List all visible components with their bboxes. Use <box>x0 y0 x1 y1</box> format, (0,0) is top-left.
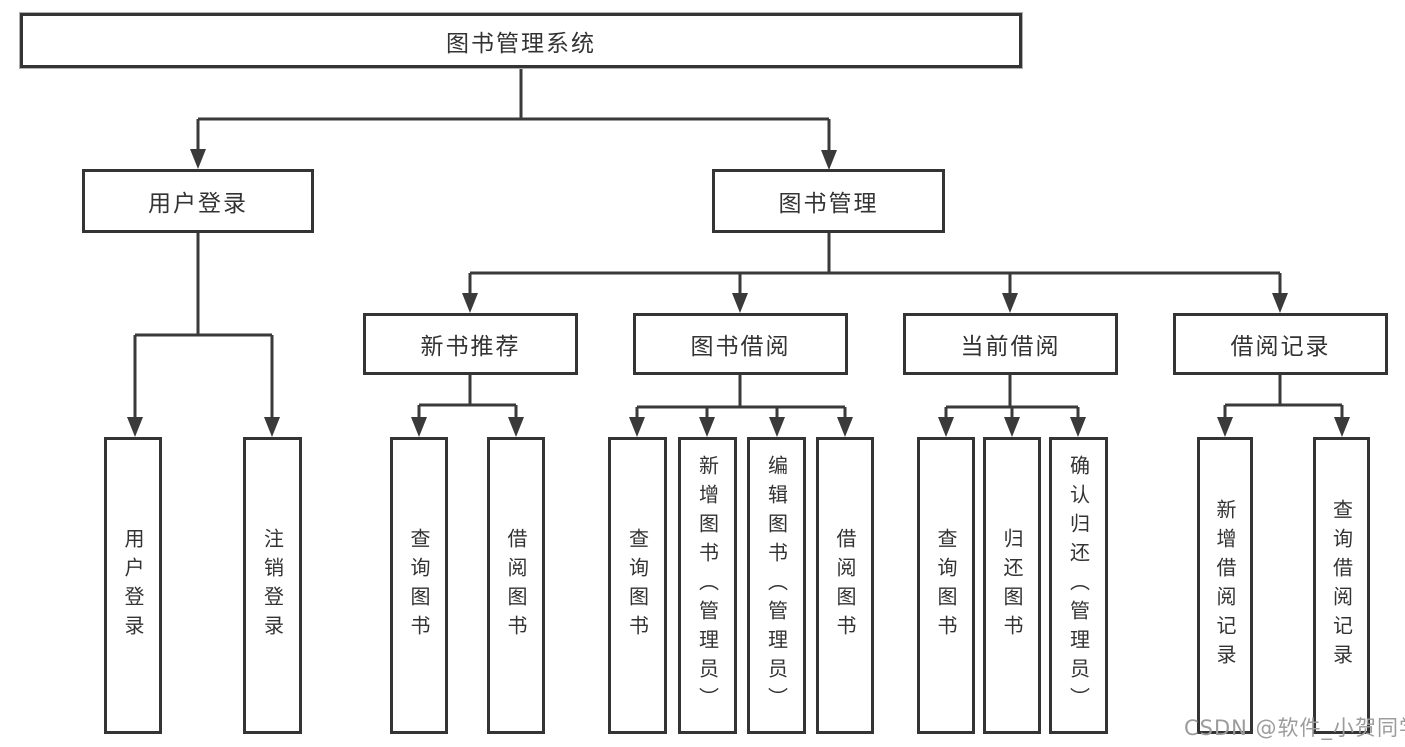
leaf-return-book-label: 归还图书 <box>1000 527 1024 644</box>
node-borrowing-records: 借阅记录 <box>1173 313 1388 375</box>
leaf-add-borrow-record: 新增借阅记录 <box>1197 437 1253 734</box>
leaf-borrow-book-2: 借阅图书 <box>816 437 874 734</box>
node-root-label: 图书管理系统 <box>446 30 596 57</box>
leaf-confirm-return-admin-label: 确认归还（管理员） <box>1066 455 1091 716</box>
leaf-logout: 注销登录 <box>243 437 302 734</box>
leaf-query-book-2-label: 查询图书 <box>625 527 650 644</box>
node-user-login: 用户登录 <box>82 169 314 233</box>
leaf-borrow-book-1-label: 借阅图书 <box>504 527 528 644</box>
leaf-add-book-admin: 新增图书（管理员） <box>678 437 737 734</box>
leaf-user-login-label: 用户登录 <box>121 527 145 644</box>
node-book-management: 图书管理 <box>712 169 945 233</box>
node-book-management-label: 图书管理 <box>778 191 879 217</box>
leaf-user-login: 用户登录 <box>104 437 162 734</box>
node-new-book-recommend: 新书推荐 <box>363 313 578 375</box>
leaf-query-book-1-label: 查询图书 <box>407 527 431 644</box>
leaf-query-borrow-record: 查询借阅记录 <box>1313 437 1370 734</box>
node-borrowing-records-label: 借阅记录 <box>1230 334 1331 360</box>
leaf-edit-book-admin-label: 编辑图书（管理员） <box>764 455 789 716</box>
node-root-system: 图书管理系统 <box>20 13 1022 68</box>
node-user-login-label: 用户登录 <box>148 191 248 217</box>
leaf-add-borrow-record-label: 新增借阅记录 <box>1213 498 1237 673</box>
leaf-query-borrow-record-label: 查询借阅记录 <box>1329 498 1354 673</box>
leaf-return-book: 归还图书 <box>983 437 1041 734</box>
leaf-edit-book-admin: 编辑图书（管理员） <box>747 437 806 734</box>
leaf-query-book-2: 查询图书 <box>608 437 667 734</box>
leaf-borrow-book-2-label: 借阅图书 <box>833 527 857 644</box>
leaf-confirm-return-admin: 确认归还（管理员） <box>1049 437 1108 734</box>
leaf-query-book-1: 查询图书 <box>390 437 448 734</box>
leaf-query-book-3: 查询图书 <box>917 437 975 734</box>
leaf-query-book-3-label: 查询图书 <box>934 527 958 644</box>
leaf-logout-label: 注销登录 <box>260 527 285 644</box>
leaf-borrow-book-1: 借阅图书 <box>487 437 545 734</box>
node-current-borrowing: 当前借阅 <box>903 313 1118 375</box>
leaf-add-book-admin-label: 新增图书（管理员） <box>695 455 720 716</box>
node-current-borrowing-label: 当前借阅 <box>960 334 1061 360</box>
node-book-borrowing: 图书借阅 <box>633 313 848 375</box>
node-new-book-recommend-label: 新书推荐 <box>420 334 521 360</box>
csdn-watermark: CSDN @软件_小贺同学 <box>1184 716 1405 740</box>
node-book-borrowing-label: 图书借阅 <box>690 334 791 360</box>
